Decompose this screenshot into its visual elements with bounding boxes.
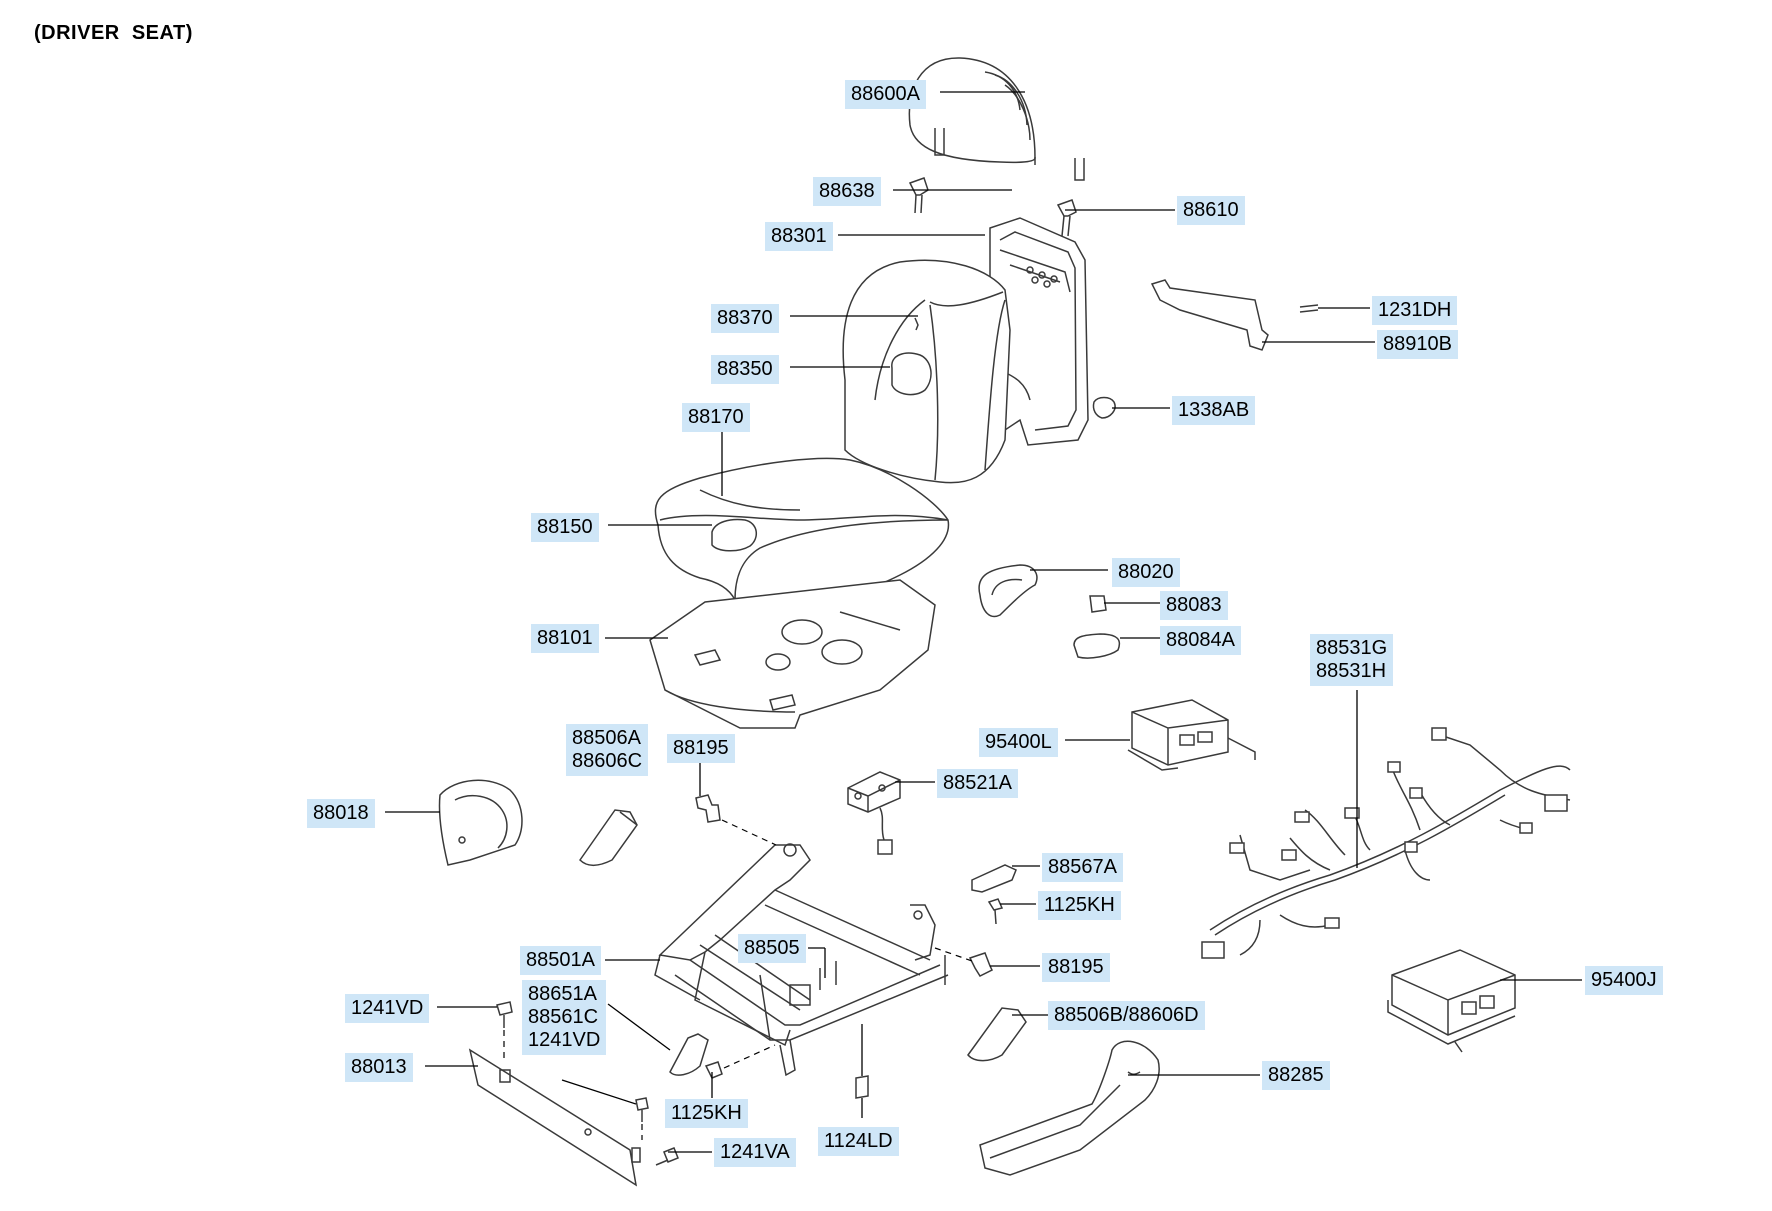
recliner-cover-drawing [978,564,1038,618]
part-label-88531G-88531H[interactable]: 88531G 88531H [1310,634,1394,686]
side-trim-88285-drawing [979,1040,1160,1176]
bolt-1125KHb-drawing [704,1061,723,1079]
part-label-88150[interactable]: 88150 [531,513,599,542]
part-label-88084A[interactable]: 88084A [1160,626,1241,655]
ecu-95400J-drawing [1387,949,1516,1053]
part-label-88506A-text: 88506A [572,727,641,749]
part-label-1338AB[interactable]: 1338AB [1172,396,1256,425]
part-label-88651A-88561C-1241VD[interactable]: 88651A 88561C 1241VD [522,980,607,1055]
side-cover-88018-drawing [438,779,523,866]
part-label-88506A-88606C[interactable]: 88506A 88606C [566,724,649,776]
part-label-88101[interactable]: 88101 [531,624,599,653]
part-label-88910B[interactable]: 88910B [1377,330,1458,359]
bolt-1125KH-shank [994,909,997,925]
part-label-1124LD[interactable]: 1124LD [818,1127,899,1156]
cushion-cover-drawing [711,518,757,552]
knob-drawing [1089,595,1107,613]
part-label-88285[interactable]: 88285 [1262,1061,1330,1090]
part-label-88370[interactable]: 88370 [711,304,779,333]
part-label-1125KH-lower[interactable]: 1125KH [665,1099,748,1128]
part-label-88610[interactable]: 88610 [1177,196,1245,225]
part-label-88638[interactable]: 88638 [813,177,881,206]
part-label-88301[interactable]: 88301 [765,222,833,251]
bolt-88195b-drawing [968,952,994,977]
screw-1241VA-drawing [663,1147,679,1163]
part-label-88195-upper[interactable]: 88195 [667,734,735,763]
stopper-88567A-drawing [971,864,1017,893]
part-label-88501A[interactable]: 88501A [520,946,601,975]
part-label-88083[interactable]: 88083 [1160,591,1228,620]
bolt-1124LD-drawing [855,1075,869,1099]
part-label-88350[interactable]: 88350 [711,355,779,384]
part-label-88018[interactable]: 88018 [307,799,375,828]
part-label-1241VA[interactable]: 1241VA [714,1138,796,1167]
part-label-88651A-text: 88651A [528,983,597,1005]
part-label-1231DH[interactable]: 1231DH [1372,296,1458,325]
part-label-88531H-text: 88531H [1316,660,1387,682]
clip-1241VDb-drawing [635,1097,649,1111]
front-trim-88013-drawing [468,1048,641,1187]
part-label-88020[interactable]: 88020 [1112,558,1180,587]
leader-lines [385,91,1582,1153]
part-label-88531G-text: 88531G [1316,637,1388,659]
nut-drawing [1092,396,1116,419]
bolt-1125KH-drawing [987,898,1004,911]
part-label-1241VD-left[interactable]: 1241VD [345,994,430,1023]
screw-drawing [1299,304,1319,313]
part-label-88561C-text: 88561C [528,1006,599,1028]
part-label-88170[interactable]: 88170 [682,403,750,432]
part-label-88600A[interactable]: 88600A [845,80,926,109]
part-label-95400J[interactable]: 95400J [1585,966,1663,995]
seat-cushion-drawing [654,457,950,617]
headrest-drawing [908,57,1085,181]
wiring-harness-drawing [1201,727,1571,959]
part-label-88505[interactable]: 88505 [738,934,806,963]
part-label-88606C-text: 88606C [572,750,643,772]
trim-88506B-drawing [967,1007,1027,1062]
switch-88521A-drawing [847,771,901,855]
part-label-88567A[interactable]: 88567A [1042,853,1123,882]
bracket-drawing [1150,279,1269,351]
ecu-95400L-drawing [1127,699,1256,771]
part-label-1241VD-text: 1241VD [528,1029,601,1051]
page-title: (DRIVER SEAT) [34,22,193,44]
part-label-88506B-88606D[interactable]: 88506B/88606D [1048,1001,1205,1030]
part-label-1125KH-upper[interactable]: 1125KH [1038,891,1121,920]
clip-1241VDa-drawing [496,1001,513,1016]
grip-drawing [1073,633,1121,659]
back-panel-drawing [891,352,932,396]
cover-88651A-drawing [669,1033,709,1076]
headrest-guides-drawing [908,177,1077,237]
part-label-88521A[interactable]: 88521A [937,769,1018,798]
part-label-95400L[interactable]: 95400L [979,728,1058,757]
seat-track-frame-drawing [654,843,949,1077]
bolt-88195a-drawing [695,794,721,823]
part-label-88195-lower[interactable]: 88195 [1042,953,1110,982]
trim-88506A-drawing [579,809,638,866]
cushion-pan-drawing [649,579,936,729]
screw-1241VA-shank [655,1159,669,1166]
part-label-88013[interactable]: 88013 [345,1053,413,1082]
